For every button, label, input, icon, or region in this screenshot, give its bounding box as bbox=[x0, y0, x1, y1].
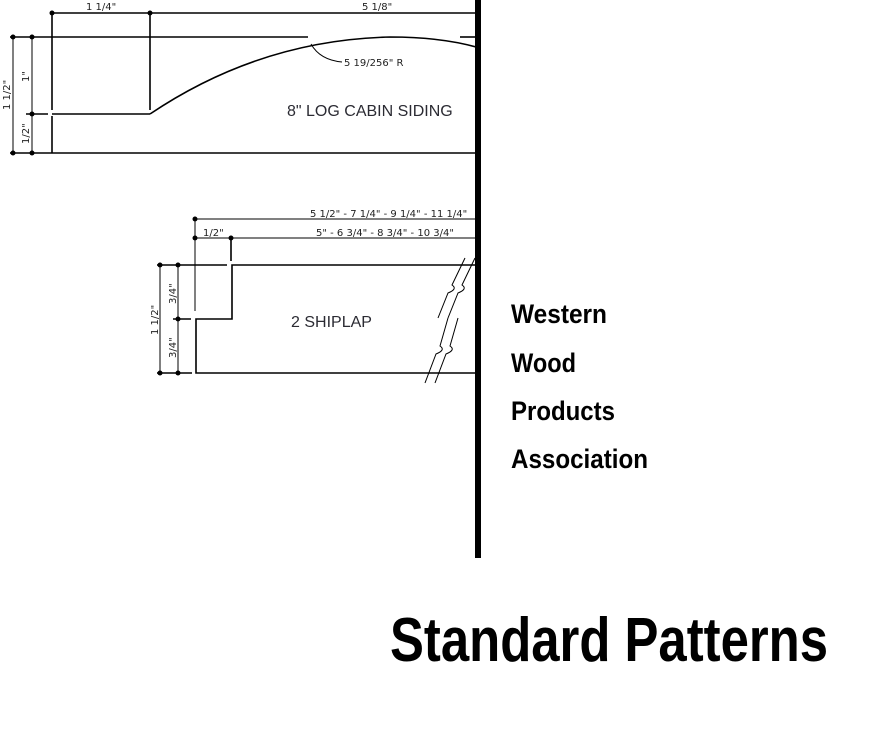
dim-upper-height: 3/4" bbox=[168, 283, 179, 304]
dim-total-height: 1 1/2" bbox=[2, 80, 13, 110]
dim-main-width: 5 1/8" bbox=[362, 2, 392, 13]
brand-block: Western Wood Products Association bbox=[511, 299, 648, 474]
dim-upper-height: 1" bbox=[21, 71, 32, 82]
shiplap-profile bbox=[195, 264, 476, 374]
dim-lower-height: 1/2" bbox=[21, 123, 32, 144]
divider-bar bbox=[475, 0, 481, 558]
dim-overall-widths: 5 1/2" - 7 1/4" - 9 1/4" - 11 1/4" bbox=[310, 209, 467, 220]
dim-face-widths: 5" - 6 3/4" - 8 3/4" - 10 3/4" bbox=[316, 228, 454, 239]
dim-lower-height: 3/4" bbox=[168, 337, 179, 358]
log-cabin-siding-drawing: 1 1/4" 5 1/8" 5 19/256" R 1 1/2" 1" 1/2"… bbox=[2, 2, 476, 156]
shiplap-label: 2 SHIPLAP bbox=[291, 314, 372, 331]
break-marks bbox=[424, 257, 476, 384]
brand-line: Wood bbox=[511, 348, 576, 378]
brand-line: Products bbox=[511, 396, 615, 426]
shiplap-drawing: 5 1/2" - 7 1/4" - 9 1/4" - 11 1/4" 5" - … bbox=[150, 209, 476, 384]
page-title: Standard Patterns bbox=[390, 606, 828, 675]
brand-line: Western bbox=[511, 299, 607, 329]
dim-left-width: 1 1/4" bbox=[86, 2, 116, 13]
log-cabin-label: 8" LOG CABIN SIDING bbox=[287, 103, 453, 120]
radius-leader bbox=[310, 43, 343, 63]
profile-arc bbox=[149, 36, 476, 115]
brand-line: Association bbox=[511, 444, 648, 474]
dim-total-height: 1 1/2" bbox=[150, 305, 161, 335]
radius-label: 5 19/256" R bbox=[344, 58, 404, 69]
dim-lap: 1/2" bbox=[203, 228, 224, 239]
